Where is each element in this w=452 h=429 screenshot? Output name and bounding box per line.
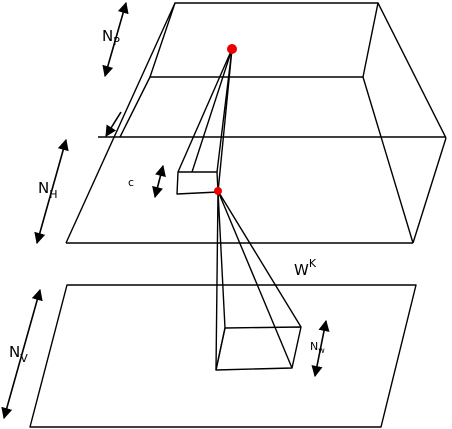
label-np: NP (102, 27, 120, 48)
nw-arrow (311, 319, 330, 378)
upper-box-top-face (149, 2, 379, 78)
upper-box-right-lower (412, 137, 447, 244)
upper-pyramid-ray-2 (191, 48, 233, 173)
c-arrow (152, 164, 166, 199)
np-arrow (102, 1, 129, 78)
receptive-box-small (176, 171, 219, 195)
np-pointer-arrow (105, 111, 122, 137)
nv-arrow (1, 288, 43, 420)
top-node (227, 44, 237, 54)
label-wk: WK (294, 257, 317, 279)
upper-pyramid-ray-1 (177, 48, 233, 173)
upper-box-edge-front-right (362, 76, 414, 244)
upper-pyramid-ray-4 (217, 48, 233, 193)
upper-box (65, 2, 447, 244)
receptive-box-large-side (215, 327, 226, 371)
upper-box-edge-right (377, 2, 447, 139)
middle-node (214, 187, 222, 195)
lower-pyramid-ray-2 (217, 190, 226, 329)
lower-pyramid-ray-3 (217, 190, 293, 369)
label-nw: Nw (310, 340, 325, 355)
upper-box-edge-left (65, 2, 176, 244)
lower-pyramid-ray-1 (215, 190, 219, 371)
label-c: c (128, 176, 134, 189)
upper-box-middle-line (119, 76, 151, 138)
label-nh: NH (38, 179, 58, 201)
lower-pyramid-ray-4 (217, 190, 302, 328)
nh-arrow (34, 138, 69, 245)
lower-pyramid (215, 190, 302, 371)
label-nv: NV (9, 343, 28, 365)
upper-pyramid (176, 48, 233, 195)
receptive-box-large (215, 326, 302, 371)
lower-plane (29, 284, 417, 428)
